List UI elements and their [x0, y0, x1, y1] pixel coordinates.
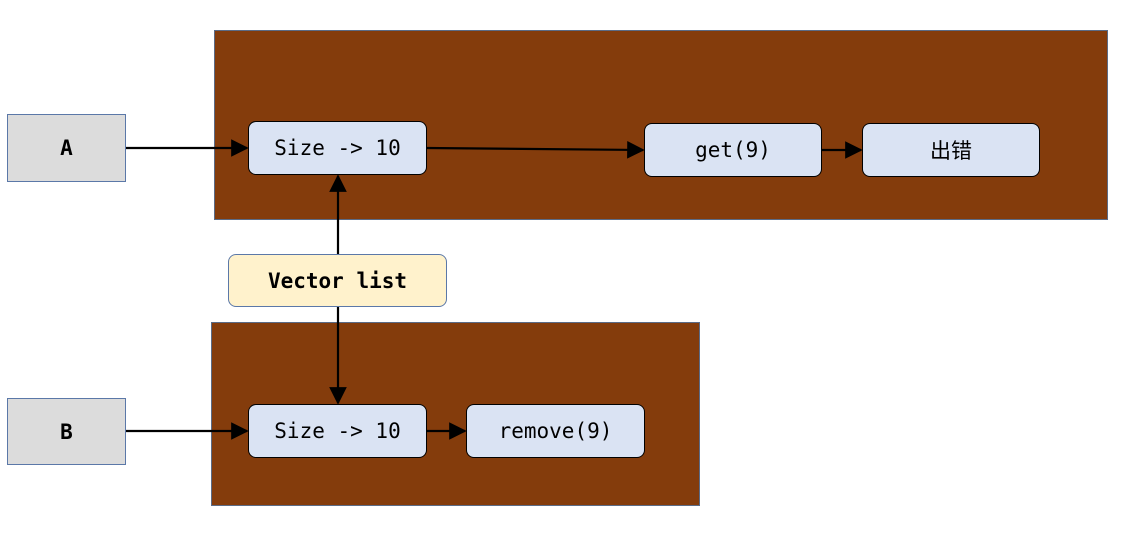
thread-b-size-node: Size -> 10: [248, 404, 427, 458]
remove-node: remove(9): [466, 404, 645, 458]
arrow-size-to-get: [426, 141, 645, 159]
thread-a-label: A: [60, 136, 73, 160]
thread-b-label: B: [60, 419, 73, 444]
vector-list-label: Vector list: [267, 268, 408, 293]
thread-a-box: A: [7, 114, 126, 182]
thread-b-box: B: [7, 398, 126, 465]
get-node: get(9): [644, 123, 822, 177]
vector-list-node: Vector list: [228, 254, 447, 307]
get-label: get(9): [695, 138, 771, 162]
remove-label: remove(9): [498, 419, 613, 443]
error-label: 出错: [930, 139, 972, 163]
thread-b-size-label: Size -> 10: [274, 419, 401, 443]
error-node: 出错: [862, 123, 1040, 177]
thread-a-size-label: Size -> 10: [274, 136, 401, 160]
